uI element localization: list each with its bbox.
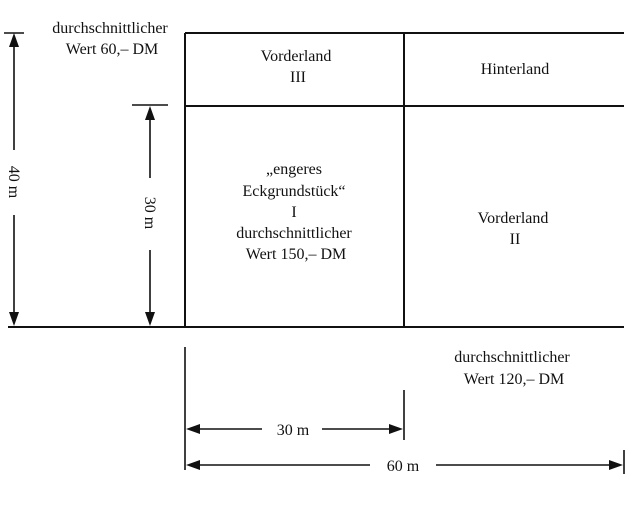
region-vorderland-3-label: Vorderland III <box>261 48 336 86</box>
dim-30m-h-label: 30 m <box>277 422 310 439</box>
region-hinterland-label: Hinterland <box>481 61 549 78</box>
dim-60m-label: 60 m <box>387 458 420 475</box>
dim-30m-h-arrowhead-left <box>186 424 200 434</box>
dim-40m-arrowhead-down <box>9 312 19 326</box>
plot-grid <box>8 32 624 328</box>
dim-30m-h-arrowhead-right <box>389 424 403 434</box>
top-left-value-note: durchschnittlicher Wert 60,– DM <box>52 20 172 58</box>
dim-30m-v-arrowhead-down <box>145 312 155 326</box>
dim-30m-v-arrowhead-up <box>145 106 155 120</box>
dim-60m-arrowhead-left <box>186 460 200 470</box>
dim-40m-label: 40 m <box>5 166 22 199</box>
bottom-right-value-note: durchschnittlicher Wert 120,– DM <box>454 349 574 388</box>
dim-60m-arrowhead-right <box>609 460 623 470</box>
dim-40m-arrowhead-up <box>9 33 19 47</box>
region-vorderland-2-label: Vorderland II <box>478 210 553 248</box>
dim-30m-v-label: 30 m <box>141 197 158 230</box>
dimension-40m: 40 m <box>4 32 24 326</box>
dimension-60m: 60 m <box>186 450 625 475</box>
dimension-30m-horizontal: 30 m <box>184 347 405 470</box>
region-eckgrundstueck-label: „engeres Eckgrundstück“ I durchschnittli… <box>236 161 356 263</box>
dimension-30m-vertical: 30 m <box>132 104 168 326</box>
